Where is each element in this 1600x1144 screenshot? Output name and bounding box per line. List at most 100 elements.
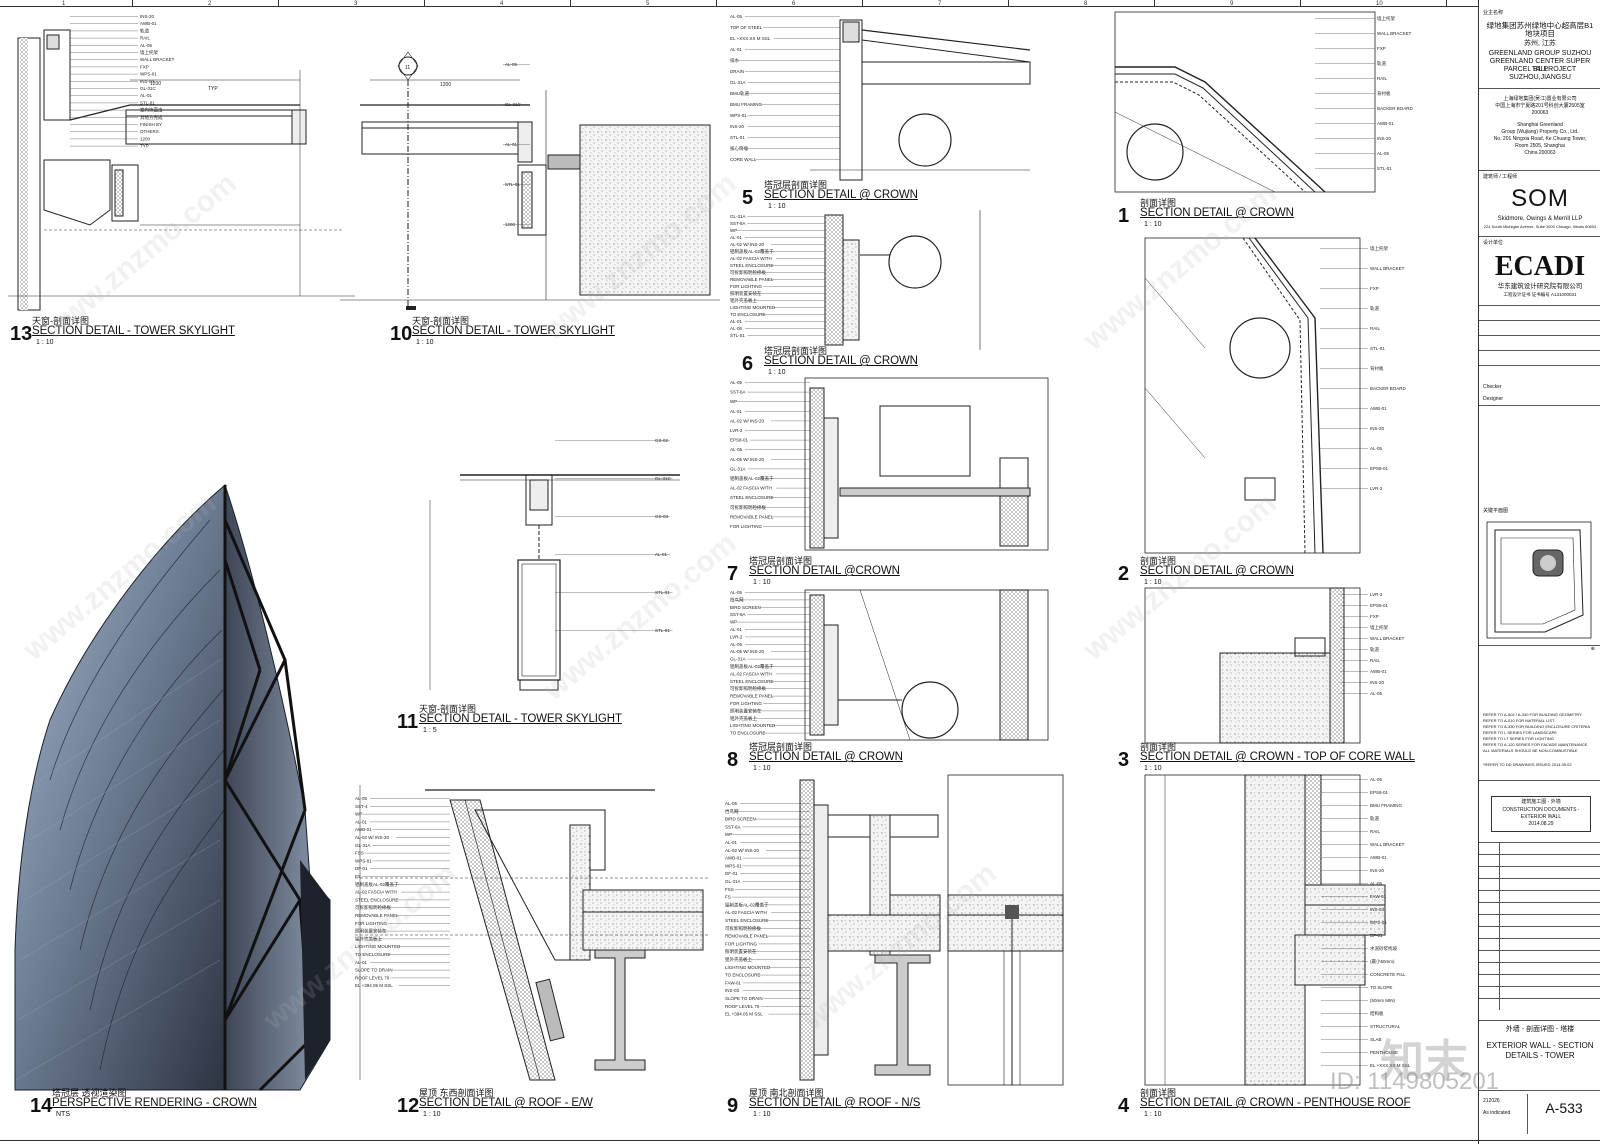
- detail-12-title-zh: 屋顶 东西剖面详图: [419, 1088, 494, 1098]
- callout-tag: RAIL: [140, 36, 151, 41]
- detail-11-number: 11: [397, 711, 419, 733]
- tb-client-en-2: Group (Wujiang) Property Co., Ltd.: [1501, 129, 1579, 135]
- tb-project-en-2: GREENLAND CENTER SUPER TALL: [1489, 58, 1591, 73]
- tb-sheet-title-zh: 外墙 - 剖面详图 - 塔楼: [1505, 1026, 1575, 1033]
- tb-som-name: Skidmore, Owings & Merrill LLP: [1497, 216, 1583, 222]
- detail-13-caption: 13 天窗-剖面详图 SECTION DETAIL - TOWER SKYLIG…: [10, 316, 340, 350]
- callout-tag: WALL BRACKET: [1377, 31, 1412, 36]
- detail-3-caption: 3 剖面详图 SECTION DETAIL @ CROWN - TOP OF C…: [1118, 742, 1448, 776]
- callout-tag: AL-05: [140, 43, 153, 48]
- tb-ecadi-zh: 华东建筑设计研究院有限公司: [1497, 283, 1583, 290]
- callout-tag: WPS-01: [1370, 920, 1387, 925]
- tb-project-city-zh: 苏州, 江苏: [1524, 40, 1556, 47]
- revision-row: [1479, 950, 1600, 951]
- top-border: [0, 6, 1478, 7]
- tb-stage-zh: 建筑施工图 - 外墙: [1521, 799, 1561, 805]
- callout-tag: AL-01: [730, 47, 743, 52]
- detail-4-caption: 4 剖面详图 SECTION DETAIL @ CROWN - PENTHOUS…: [1118, 1088, 1448, 1122]
- callout-tag: STEEL ENCLOSURE: [355, 897, 398, 902]
- callout-tag: SST-6A: [730, 390, 746, 395]
- general-note: REFER TO LT SERIES FOR LIGHTING: [1483, 736, 1554, 741]
- callout-tag: 墙上托架: [1370, 624, 1388, 631]
- callout-tag: 铝外壳盖板上: [355, 935, 382, 942]
- callout-tag: STEEL ENCLOSURE: [730, 495, 773, 500]
- callout-tag: CONCRETE FILL: [1370, 972, 1406, 977]
- revision-row: [1479, 986, 1600, 987]
- detail-13-title-zh: 天窗-剖面详图: [32, 316, 89, 326]
- detail-4-number: 4: [1118, 1095, 1130, 1117]
- callout-tag: 照明装置安装在: [730, 290, 762, 297]
- tb-client-en-4: Room 2505, Shanghai: [1515, 143, 1565, 149]
- grid-bubble-11: 11: [405, 65, 410, 71]
- callout-tag: INS-03: [1370, 907, 1385, 912]
- detail-13-svg: 1200 TYP INS-20AWB-01轨道RAILAL-05墙上托架WALL…: [8, 14, 355, 311]
- callout-tag: AL-02 W/ INS-20: [355, 835, 390, 840]
- callout-tag: INS-20: [1370, 680, 1385, 685]
- callout-tag: INS-03: [725, 988, 740, 993]
- detail-2-caption: 2 剖面详图 SECTION DETAIL @ CROWN 1 : 10: [1118, 556, 1448, 590]
- callout-tag: EL +394.05 M SSL: [725, 1012, 763, 1017]
- detail-6-caption: 6 塔冠层剖面详图 SECTION DETAIL @ CROWN 1 : 10: [742, 346, 1042, 380]
- callout-tag: AL-05: [1370, 881, 1383, 886]
- callout-tag: WPS-01: [725, 863, 742, 868]
- callout-tag: 可拆卸照明检修板: [355, 904, 391, 911]
- detail-13-title: SECTION DETAIL - TOWER SKYLIGHT: [32, 325, 235, 337]
- som-logo: SOM: [1511, 185, 1569, 212]
- callout-tag: FOR LIGHTING: [730, 284, 763, 289]
- callout-tag: RAIL: [1370, 658, 1381, 663]
- detail-4-title: SECTION DETAIL @ CROWN - PENTHOUSE ROOF: [1140, 1097, 1411, 1109]
- detail-3-scale: 1 : 10: [1144, 765, 1162, 772]
- tb-architect-label: 建筑师 / 工程师: [1483, 174, 1518, 180]
- callout-tag: 背衬板: [1370, 365, 1384, 372]
- tb-project-en-4: SUZHOU,JIANGSU: [1509, 74, 1571, 81]
- callout-tag: SST-4: [355, 804, 368, 809]
- callout-tag: GL-31A: [725, 879, 741, 884]
- callout-tag: TO ENCLOSURE: [730, 312, 765, 317]
- callout-tag: AL-05: [1370, 777, 1383, 782]
- detail-12-number: 12: [397, 1095, 420, 1117]
- callout-tag: EPS8-01: [1370, 790, 1389, 795]
- detail-5-scale: 1 : 10: [768, 203, 786, 210]
- grid-tick: [1154, 0, 1155, 6]
- callout-tag: STEEL ENCLOSURE: [730, 263, 773, 268]
- callout-tag: 照明装置安装在: [355, 928, 387, 935]
- tb-owner-label: 业主名称: [1483, 10, 1504, 16]
- callout-tag: AL-05: [725, 801, 738, 806]
- detail-9-caption: 9 屋顶 南北剖面详图 SECTION DETAIL @ ROOF - N/S …: [727, 1088, 1027, 1122]
- detail-3-title-zh: 剖面详图: [1140, 742, 1177, 752]
- tb-scale: As indicated: [1483, 1110, 1511, 1116]
- detail-6-scale: 1 : 10: [768, 369, 786, 376]
- detail-7-scale: 1 : 10: [753, 579, 771, 586]
- general-note: REFER TO A-330 FOR BUILDING ENCLOSURE CR…: [1483, 724, 1590, 729]
- detail-5-caption: 5 塔冠层剖面详图 SECTION DETAIL @ CROWN 1 : 10: [742, 180, 1042, 214]
- north-arrow-icon: ⊕: [1590, 646, 1595, 652]
- revision-row: [1479, 842, 1600, 843]
- detail-9-title-zh: 屋顶 南北剖面详图: [749, 1088, 824, 1098]
- callout-tag: GL-31A: [730, 466, 746, 471]
- bottom-border: [0, 1140, 1600, 1141]
- callout-tag: BMU FRAMING: [1370, 803, 1402, 808]
- detail-11-title-zh: 天窗-剖面详图: [419, 704, 476, 714]
- detail-10-title-zh: 天窗-剖面详图: [412, 316, 469, 326]
- callout-tag: AWB-01: [725, 856, 742, 861]
- detail-7-number: 7: [727, 563, 739, 585]
- callout-tag: 铝外壳盖板上: [730, 715, 757, 722]
- callout-tag: AL-02 FASCIA WITH: [730, 256, 772, 261]
- detail-14-title: PERSPECTIVE RENDERING - CROWN: [52, 1097, 257, 1109]
- callout-tag: TO ENCLOSURE: [355, 952, 390, 957]
- detail-14-caption: 14 塔冠层 透视渲染图 PERSPECTIVE RENDERING - CRO…: [30, 1088, 360, 1122]
- callout-tag: GL-31C: [140, 86, 157, 91]
- callout-tag: 水泥砂浆找坡: [1370, 945, 1397, 952]
- ecadi-logo: ECADI: [1494, 251, 1586, 282]
- tb-project-no: 212026: [1483, 1098, 1500, 1104]
- callout-tag: TO SLOPE: [1370, 985, 1392, 990]
- callout-tag: 铝制盖板AL-02覆盖于: [730, 663, 774, 670]
- callout-tag: AL-01: [730, 319, 743, 324]
- title-block: 业主名称 绿地集团苏州绿地中心超高层B1地块项目 苏州, 江苏 GREENLAN…: [1478, 0, 1600, 1144]
- callout-tag: FSS: [355, 851, 364, 856]
